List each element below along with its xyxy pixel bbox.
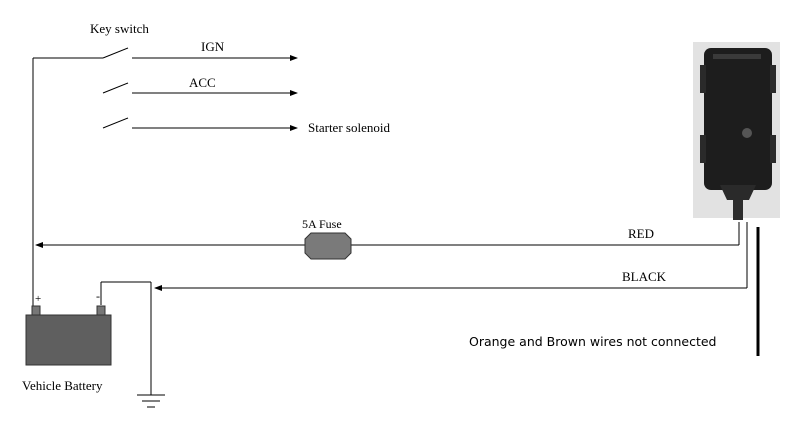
unconnected-note: Orange and Brown wires not connected (469, 334, 717, 349)
battery-icon (25, 305, 112, 366)
fuse-label: 5A Fuse (302, 217, 342, 231)
vehicle-battery-label: Vehicle Battery (22, 378, 103, 393)
ground-symbol-icon (137, 394, 165, 408)
battery-minus-label: - (96, 289, 100, 303)
gps-tracker-device-photo (693, 42, 780, 220)
fuse-icon (304, 232, 352, 260)
acc-label: ACC (189, 75, 216, 90)
key-switch-label: Key switch (90, 21, 149, 36)
ign-label: IGN (201, 39, 225, 54)
ign-switch (102, 47, 298, 61)
starter-solenoid-label: Starter solenoid (308, 120, 390, 135)
red-label: RED (628, 226, 654, 241)
battery-plus-label: + (35, 293, 41, 305)
black-label: BLACK (622, 269, 667, 284)
acc-switch (102, 82, 298, 96)
starter-switch (102, 117, 298, 131)
